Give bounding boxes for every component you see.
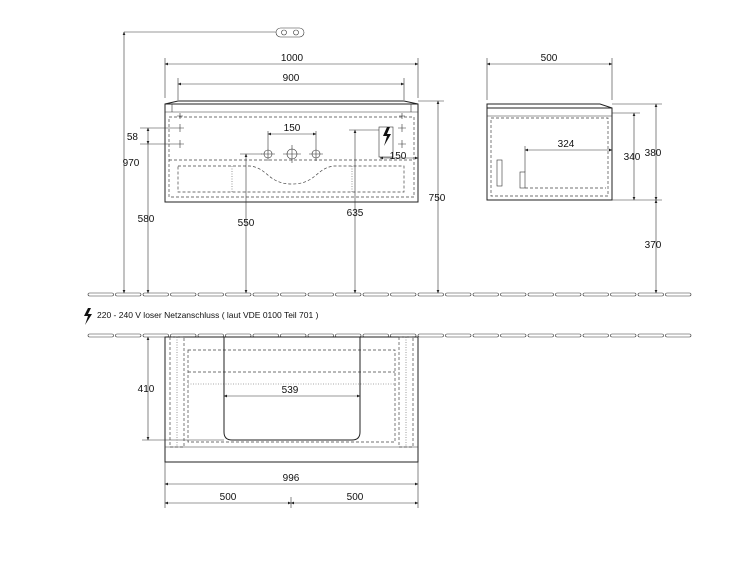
dim-height-580: 580 (138, 214, 155, 225)
line-segment (610, 292, 637, 297)
plan-outline (164, 336, 419, 463)
plan-view: 539 410 996 500 500 (138, 336, 419, 508)
line-segment (87, 333, 114, 338)
line-segment (582, 333, 609, 338)
line-segment (445, 333, 472, 338)
dim-height-380: 380 (645, 148, 662, 159)
tap-holes (261, 131, 323, 163)
floor-line-top (87, 292, 692, 297)
dim-height-635: 635 (347, 208, 364, 219)
line-segment (637, 333, 664, 338)
line-segment (555, 333, 582, 338)
cabinet-front-outline (164, 103, 419, 203)
line-segment (472, 292, 499, 297)
line-segment (610, 333, 637, 338)
line-segment (555, 292, 582, 297)
dim-side-depth: 500 (541, 53, 558, 64)
plan-drawer (187, 349, 396, 443)
line-segment (527, 333, 554, 338)
countertop-front (164, 100, 419, 105)
line-segment (665, 292, 692, 297)
dim-tap-spacing: 150 (284, 123, 301, 134)
line-segment (417, 333, 444, 338)
line-segment (170, 292, 197, 297)
dim-drawer-depth: 324 (558, 139, 575, 150)
dim-height-370: 370 (645, 240, 662, 251)
line-segment (280, 292, 307, 297)
line-segment (390, 292, 417, 297)
mounting-points (176, 113, 406, 148)
dim-depth-410: 410 (138, 384, 155, 395)
line-segment (252, 292, 279, 297)
line-segment (362, 292, 389, 297)
line-segment (665, 333, 692, 338)
line-segment (142, 292, 169, 297)
side-hidden-outline (490, 117, 609, 197)
dim-inner-width: 539 (282, 385, 299, 396)
line-segment (142, 333, 169, 338)
centerline-symbol (275, 27, 305, 38)
line-segment (445, 292, 472, 297)
line-segment (527, 292, 554, 297)
line-segment (582, 292, 609, 297)
line-segment (335, 292, 362, 297)
line-segment (225, 292, 252, 297)
electrical-note: 220 - 240 V loser Netzanschluss ( laut V… (97, 310, 319, 320)
line-segment (637, 292, 664, 297)
dim-total-width: 996 (283, 473, 300, 484)
line-segment (115, 333, 142, 338)
dim-overall-width: 1000 (281, 53, 304, 64)
side-view: 500 324 340 380 370 (486, 53, 662, 294)
dim-height-340: 340 (624, 152, 641, 163)
siphon-cutout (223, 337, 361, 441)
dim-half-left: 500 (220, 492, 237, 503)
power-icon (383, 127, 391, 146)
cabinet-side-outline (486, 107, 613, 201)
power-note-icon (84, 308, 92, 325)
line-segment (307, 292, 334, 297)
line-segment (115, 292, 142, 297)
countertop-side (486, 103, 613, 109)
dim-height-750: 750 (429, 193, 446, 204)
basin-hidden-outline (177, 165, 405, 193)
line-segment (472, 333, 499, 338)
dim-height-970: 970 (123, 158, 140, 169)
dim-socket-offset: 150 (390, 151, 407, 162)
line-segment (500, 292, 527, 297)
line-segment (417, 292, 444, 297)
dim-height-550: 550 (238, 218, 255, 229)
line-segment (197, 292, 224, 297)
line-segment (87, 292, 114, 297)
front-view: 1000 900 150 150 58 970 580 550 635 75 (122, 27, 446, 294)
dim-top-width: 900 (283, 73, 300, 84)
dim-offset-58: 58 (127, 132, 139, 143)
dim-half-right: 500 (347, 492, 364, 503)
line-segment (500, 333, 527, 338)
